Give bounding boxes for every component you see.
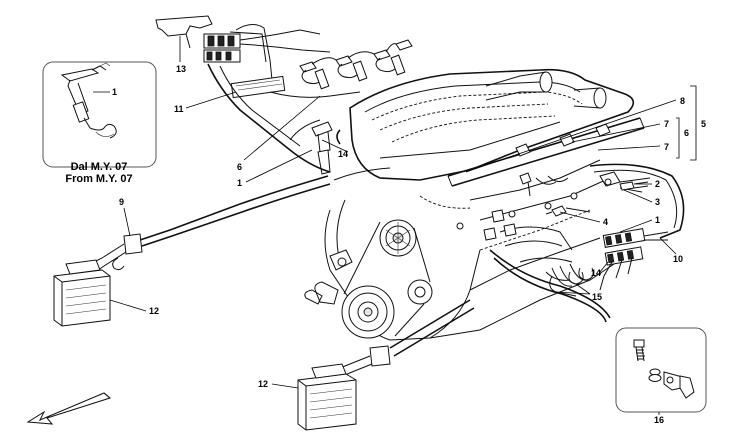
ignition-coils-left-bank	[299, 39, 413, 175]
callout-7-bottom: 7	[664, 142, 669, 152]
ignition-coils-right-bank	[483, 123, 685, 297]
crank-pulley	[341, 285, 395, 339]
callout-7-top: 7	[664, 119, 669, 129]
callout-3: 3	[655, 197, 660, 207]
callout-4: 4	[603, 217, 608, 227]
inset-note-line1: Dal M.Y. 07	[71, 161, 128, 173]
callout-9: 9	[119, 197, 124, 207]
callout-1-inset: 1	[112, 87, 117, 97]
callout-16: 16	[654, 415, 664, 425]
knock-sensor	[663, 371, 695, 399]
callout-1-right: 1	[655, 215, 660, 225]
callout-12-bottom: 12	[258, 379, 268, 389]
harness-connector-block-right	[602, 228, 646, 266]
inset-note-line2: From M.Y. 07	[65, 173, 132, 185]
inset-from-my07: 1 Dal M.Y. 07 From M.Y. 07	[42, 61, 157, 185]
callout-8: 8	[680, 96, 685, 106]
alternator	[379, 219, 417, 257]
callout-1-mid: 1	[237, 178, 242, 188]
sensor-bolt	[633, 339, 645, 362]
wiring-harness-left	[53, 15, 391, 327]
callout-11: 11	[174, 104, 184, 114]
callout-15: 15	[592, 292, 602, 302]
callout-14-left: 14	[338, 149, 348, 159]
front-direction-arrow-icon	[26, 392, 112, 425]
callout-10: 10	[673, 254, 683, 264]
callout-2: 2	[655, 179, 660, 189]
ecu-upper	[53, 259, 111, 327]
ecu-lower	[297, 363, 357, 431]
callout-5: 5	[701, 119, 706, 129]
harness-connector-block	[203, 33, 241, 63]
callout-6-left: 6	[237, 162, 242, 172]
wiring-harness-lower	[297, 249, 611, 431]
inset-ignition-coil	[60, 62, 117, 139]
callout-leaders: 13 11 6 14 1 9 12 12 8 7 6 7	[109, 36, 706, 389]
engine-block	[304, 68, 645, 341]
callout-14-right: 14	[591, 268, 601, 278]
inset-knock-sensor: 16	[615, 327, 707, 425]
callout-13: 13	[176, 64, 186, 74]
callout-12-top: 12	[149, 306, 159, 316]
callout-6-right: 6	[684, 128, 689, 138]
